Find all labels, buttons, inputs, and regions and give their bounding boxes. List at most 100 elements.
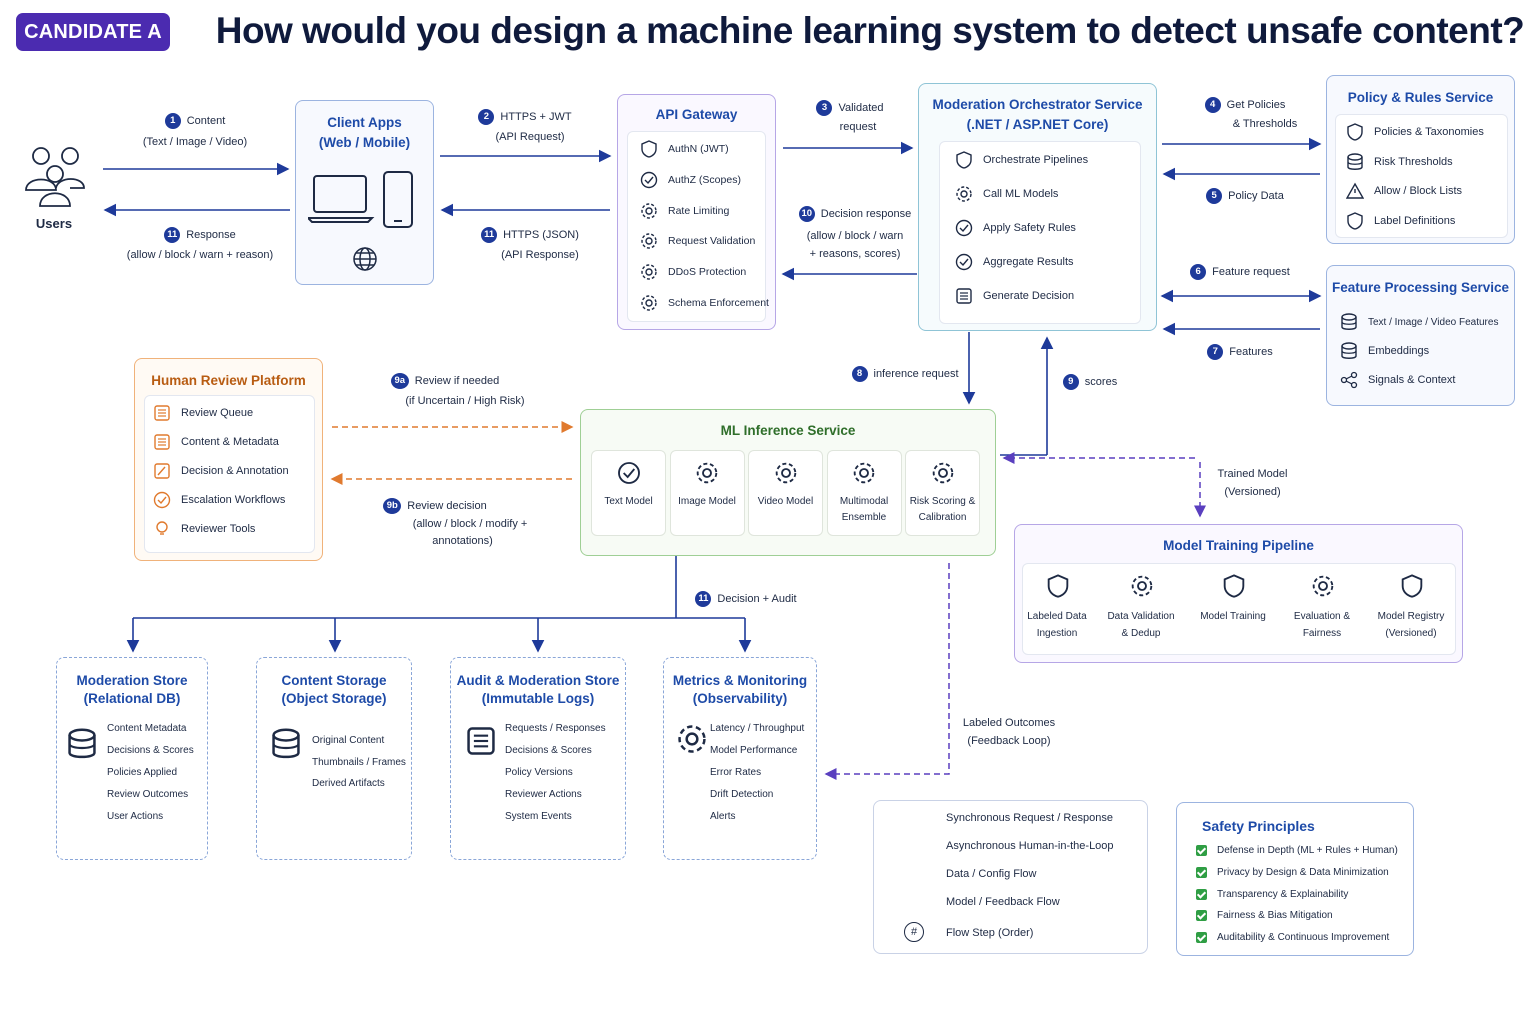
flow-11-https-sub: (API Response) (501, 249, 579, 261)
model-label: Image Model (671, 494, 744, 510)
pipeline-step-line1: Model Registry (1377, 611, 1445, 622)
gear-icon (641, 202, 657, 219)
checkbox-icon (1196, 866, 1207, 878)
human-review-item: Decision & Annotation (153, 462, 289, 480)
orchestrator-subtitle: (.NET / ASP.NET Core) (966, 117, 1109, 132)
human-review-item-label: Escalation Workflows (181, 494, 286, 506)
pipeline-step-line1: Evaluation & (1293, 611, 1351, 622)
store-item: Alerts (710, 811, 736, 822)
store-item: Content Metadata (107, 723, 187, 734)
store-gear-icon (676, 723, 708, 760)
trained-model-sub: (Versioned) (1224, 486, 1281, 498)
pipeline-step-icon (1311, 574, 1335, 603)
gear-icon (641, 295, 657, 311)
orchestrator-title: Moderation Orchestrator Service (932, 97, 1143, 112)
safety-title: Safety Principles (1202, 818, 1315, 834)
feature-item-label: Text / Image / Video Features (1368, 316, 1499, 328)
metrics-box: Metrics & Monitoring (Observability) (663, 657, 817, 860)
model-label: Risk Scoring &Calibration (906, 494, 979, 526)
safety-item-label: Defense in Depth (ML + Rules + Human) (1217, 845, 1398, 856)
candidate-badge: CANDIDATE A (16, 13, 170, 51)
labeled-outcomes-label: Labeled Outcomes (962, 717, 1056, 729)
moderation-store-subtitle: (Relational DB) (83, 691, 181, 706)
shield-icon (641, 140, 657, 158)
human-review-item-label: Review Queue (181, 407, 254, 419)
ml-inference-title: ML Inference Service (720, 423, 856, 438)
pipeline-step: Model Registry(Versioned) (1370, 608, 1452, 642)
checkbox-icon (1196, 932, 1207, 944)
policy-item: Risk Thresholds (1346, 152, 1453, 171)
pipeline-step-line1: Model Training (1200, 611, 1266, 622)
pipeline-step: Model Training (1192, 608, 1274, 625)
legend-item: Model / Feedback Flow (946, 896, 1060, 908)
content-storage-title: Content Storage (281, 673, 387, 688)
gateway-item-label: DDoS Protection (668, 266, 747, 279)
human-review-item: Review Queue (153, 404, 253, 422)
store-item: Review Outcomes (107, 789, 189, 800)
human-review-item-label: Content & Metadata (181, 436, 279, 448)
model-label: Text Model (592, 494, 665, 510)
model-card: Text Model (591, 450, 666, 536)
safety-item: Privacy by Design & Data Minimization (1196, 866, 1389, 878)
policy-item: Label Definitions (1346, 212, 1455, 230)
training-box: Model Training Pipeline (1014, 524, 1463, 663)
policy-item: Allow / Block Lists (1346, 182, 1462, 200)
orchestrator-item: Call ML Models (955, 185, 1058, 203)
model-icon (671, 461, 744, 490)
store-item: Reviewer Actions (505, 789, 582, 800)
model-label-line1: Multimodal (839, 496, 889, 507)
legend-item: Data / Config Flow (946, 868, 1037, 880)
store-item: Policy Versions (505, 767, 573, 778)
checkbox-icon (1196, 888, 1207, 900)
api-gateway-box: API Gateway (617, 94, 776, 330)
client-apps-title: Client Apps (327, 115, 402, 130)
audit-store-subtitle: (Immutable Logs) (481, 691, 595, 706)
flow-3-sub: request (839, 121, 877, 133)
safety-item: Fairness & Bias Mitigation (1196, 910, 1333, 922)
orchestrator-item-label: Aggregate Results (983, 256, 1074, 268)
feature-title: Feature Processing Service (1331, 280, 1510, 295)
flow-9a-sub: (if Uncertain / High Risk) (405, 395, 525, 407)
feature-item: Text / Image / Video Features (1340, 313, 1498, 331)
users-icon (25, 147, 85, 207)
gateway-item-label: Request Validation (668, 235, 756, 248)
flow-9b-sub2: annotations) (432, 535, 493, 547)
store-list-icon (465, 725, 497, 762)
flow-step-symbol: # (904, 922, 924, 942)
store-item: Latency / Throughput (710, 723, 805, 734)
pipeline-step-icon (1046, 574, 1070, 603)
human-review-item: Reviewer Tools (153, 520, 255, 538)
metrics-title: Metrics & Monitoring (672, 673, 808, 688)
gateway-item: Request Validation (640, 232, 755, 250)
policy-list (1335, 114, 1508, 238)
safety-item-label: Privacy by Design & Data Minimization (1217, 866, 1389, 878)
edit-icon (154, 463, 170, 479)
policy-title: Policy & Rules Service (1347, 90, 1494, 105)
feature-box: Feature Processing Service (1326, 265, 1515, 406)
feature-item-label: Signals & Context (1368, 374, 1456, 386)
model-card: Image Model (669, 450, 745, 536)
flow-1-sub: (Text / Image / Video) (142, 136, 248, 148)
model-label-line1: Image Model (678, 496, 736, 507)
human-review-title: Human Review Platform (151, 373, 306, 388)
orchestrator-item-label: Generate Decision (983, 290, 1075, 302)
safety-item: Defense in Depth (ML + Rules + Human) (1196, 845, 1398, 856)
orchestrator-item: Apply Safety Rules (955, 219, 1076, 237)
gateway-item-label: AuthZ (Scopes) (668, 173, 741, 186)
pipeline-step-line1: Data Validation (1107, 611, 1175, 622)
gateway-item: Rate Limiting (640, 202, 729, 220)
policy-item-label: Policies & Taxonomies (1374, 126, 1484, 138)
share-icon (1340, 371, 1358, 389)
